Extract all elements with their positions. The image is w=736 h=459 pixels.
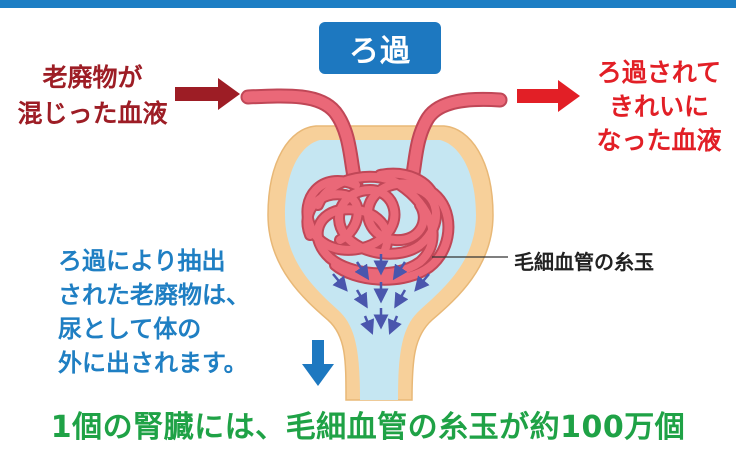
dirty-blood-label: 老廃物が 混じった血液	[17, 63, 168, 128]
capillary-label: 毛細血管の糸玉	[514, 250, 654, 274]
waste-excretion-note: ろ過により抽出 された老廃物は、 尿として体の 外に出されます。	[58, 247, 250, 377]
header-bar	[0, 0, 736, 8]
urine-flow-arrows	[332, 254, 430, 335]
filtration-badge: ろ過	[319, 22, 441, 74]
clean-blood-label: ろ過されて きれいに なった血液	[596, 58, 722, 155]
nephron-count-caption: 1個の腎臓には、毛細血管の糸玉が約100万個	[50, 410, 686, 445]
clean-blood-arrow	[517, 80, 580, 112]
urine-out-arrow	[302, 340, 334, 386]
dirty-blood-arrow	[175, 78, 240, 110]
